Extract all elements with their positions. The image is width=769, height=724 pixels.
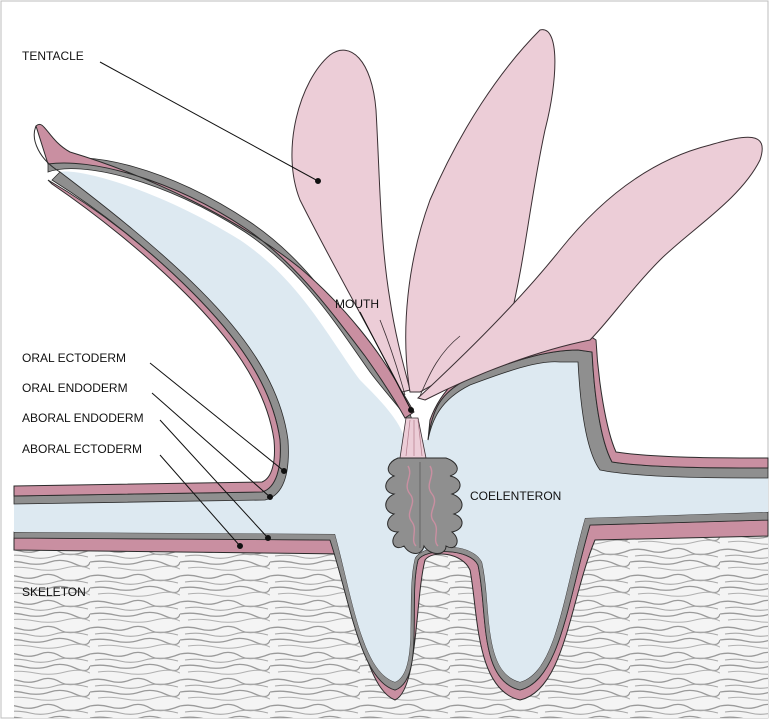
label-aboral-ectoderm: ABORAL ECTODERM [22,442,142,456]
label-coelenteron: COELENTERON [470,489,561,503]
label-oral-endoderm: ORAL ENDODERM [22,381,128,395]
label-oral-ectoderm: ORAL ECTODERM [22,351,126,365]
label-skeleton: SKELETON [22,585,86,599]
label-aboral-endoderm: ABORAL ENDODERM [22,411,144,425]
label-mouth: MOUTH [335,297,379,311]
label-tentacle: TENTACLE [22,49,84,63]
mesenterial-filaments [386,458,462,554]
